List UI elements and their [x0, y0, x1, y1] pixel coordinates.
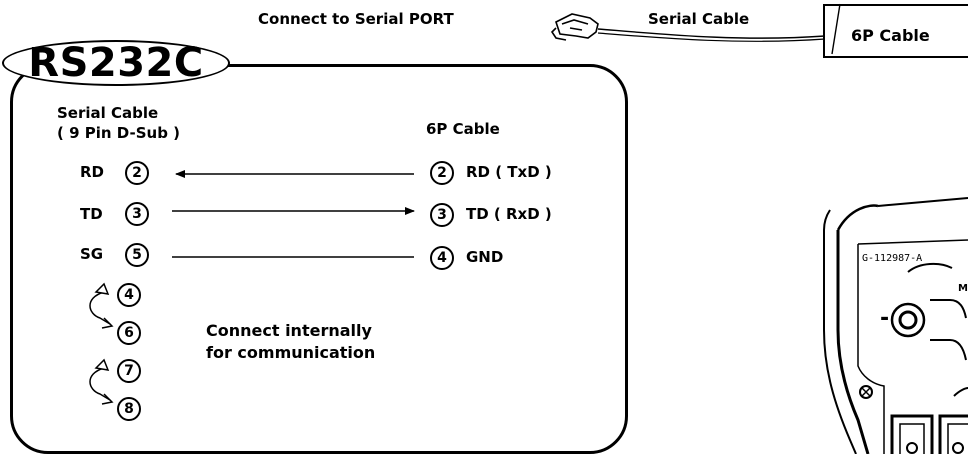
dsub-connector-icon — [550, 13, 599, 41]
internal-link-arrow-7-8 — [89, 358, 114, 405]
serial-cable-line — [597, 28, 826, 39]
internal-pin-4: 4 — [117, 283, 141, 307]
internal-pin-8: 8 — [117, 397, 141, 421]
serial-cable-top-label: Serial Cable — [648, 10, 750, 28]
six-p-cable-box-label: 6P Cable — [851, 26, 930, 45]
right-label-gnd: GND — [466, 248, 504, 266]
internal-pin-6: 6 — [117, 321, 141, 345]
rs232c-title-badge: RS232C — [2, 40, 230, 86]
internal-pin-7: 7 — [117, 359, 141, 383]
left-pin-5: 5 — [125, 243, 149, 267]
serial-cable-header: Serial Cable — [57, 104, 159, 122]
left-pin-2: 2 — [125, 161, 149, 185]
internal-connection-note-line1: Connect internally — [206, 321, 372, 340]
device-sketch — [823, 197, 968, 454]
connect-to-serial-port-label: Connect to Serial PORT — [258, 10, 454, 28]
right-pin-2: 2 — [430, 161, 454, 185]
internal-link-arrow-4-6 — [89, 282, 114, 329]
six-p-cable-header: 6P Cable — [426, 120, 500, 138]
left-pin-3: 3 — [125, 202, 149, 226]
device-minus-symbol: - — [880, 306, 890, 331]
right-pin-3: 3 — [430, 203, 454, 227]
rs232c-wiring-panel — [10, 64, 628, 454]
rs232c-title: RS232C — [28, 40, 204, 86]
six-p-cable-box: 6P Cable — [823, 4, 968, 58]
device-model-label: G-112987-A — [862, 253, 923, 264]
right-label-td-rxd: TD ( RxD ) — [466, 205, 552, 223]
internal-connection-note-line2: for communication — [206, 343, 376, 362]
device-partial-label: M — [958, 283, 968, 294]
right-pin-4: 4 — [430, 246, 454, 270]
left-label-td: TD — [80, 205, 103, 223]
left-label-sg: SG — [80, 245, 104, 263]
left-label-rd: RD — [80, 163, 105, 181]
right-label-rd-txd: RD ( TxD ) — [466, 163, 552, 181]
nine-pin-dsub-header: ( 9 Pin D-Sub ) — [57, 124, 181, 142]
